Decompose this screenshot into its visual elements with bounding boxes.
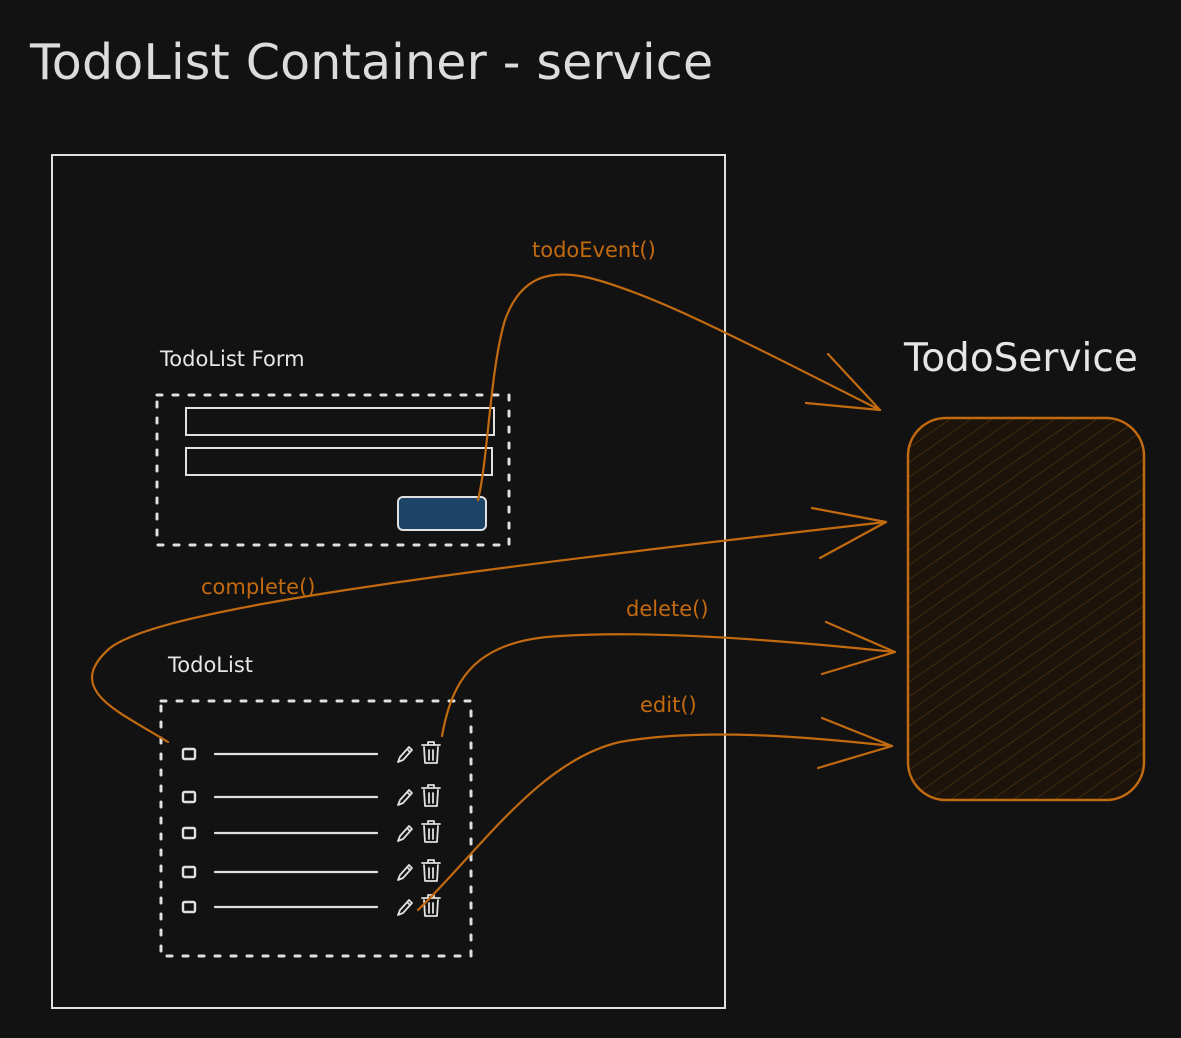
page-title: TodoList Container - service xyxy=(30,34,714,91)
form-label: TodoList Form xyxy=(160,347,305,371)
arrow-todo-event xyxy=(476,273,882,502)
pencil-icon[interactable] xyxy=(397,899,413,916)
pencil-icon[interactable] xyxy=(397,864,413,881)
trash-icon[interactable] xyxy=(421,820,441,843)
list-item xyxy=(181,784,441,807)
service-title: TodoService xyxy=(904,336,1138,381)
list-items xyxy=(181,741,441,917)
arrow-todo-event-head xyxy=(804,352,882,412)
trash-icon[interactable] xyxy=(421,741,441,764)
call-label-todo-event: todoEvent() xyxy=(532,238,656,262)
checkbox-icon[interactable] xyxy=(181,865,197,879)
service-hatch xyxy=(909,419,1143,799)
form-box xyxy=(155,393,511,547)
arrow-delete-head xyxy=(820,620,897,676)
list-item xyxy=(181,859,441,882)
list-label: TodoList xyxy=(168,653,253,677)
checkbox-icon[interactable] xyxy=(181,790,197,804)
form-input-1[interactable] xyxy=(185,407,495,436)
pencil-icon[interactable] xyxy=(397,789,413,806)
arrow-edit-head xyxy=(816,716,894,770)
call-label-complete: complete() xyxy=(201,575,316,599)
container-box xyxy=(51,154,726,1009)
arrow-edit xyxy=(416,733,894,912)
checkbox-icon[interactable] xyxy=(181,900,197,914)
checkbox-icon[interactable] xyxy=(181,826,197,840)
list-box xyxy=(159,699,473,958)
call-label-edit: edit() xyxy=(640,693,697,717)
arrow-complete-head xyxy=(810,506,888,560)
trash-icon[interactable] xyxy=(421,784,441,807)
call-label-delete: delete() xyxy=(626,597,709,621)
list-item xyxy=(181,741,441,764)
trash-icon[interactable] xyxy=(421,859,441,882)
arrow-delete xyxy=(440,633,897,738)
pencil-icon[interactable] xyxy=(397,746,413,763)
arrow-complete xyxy=(91,520,888,744)
submit-button[interactable] xyxy=(397,496,487,531)
form-input-2[interactable] xyxy=(185,447,493,476)
pencil-icon[interactable] xyxy=(397,825,413,842)
checkbox-icon[interactable] xyxy=(181,747,197,761)
list-item xyxy=(181,820,441,843)
list-item xyxy=(181,894,441,917)
